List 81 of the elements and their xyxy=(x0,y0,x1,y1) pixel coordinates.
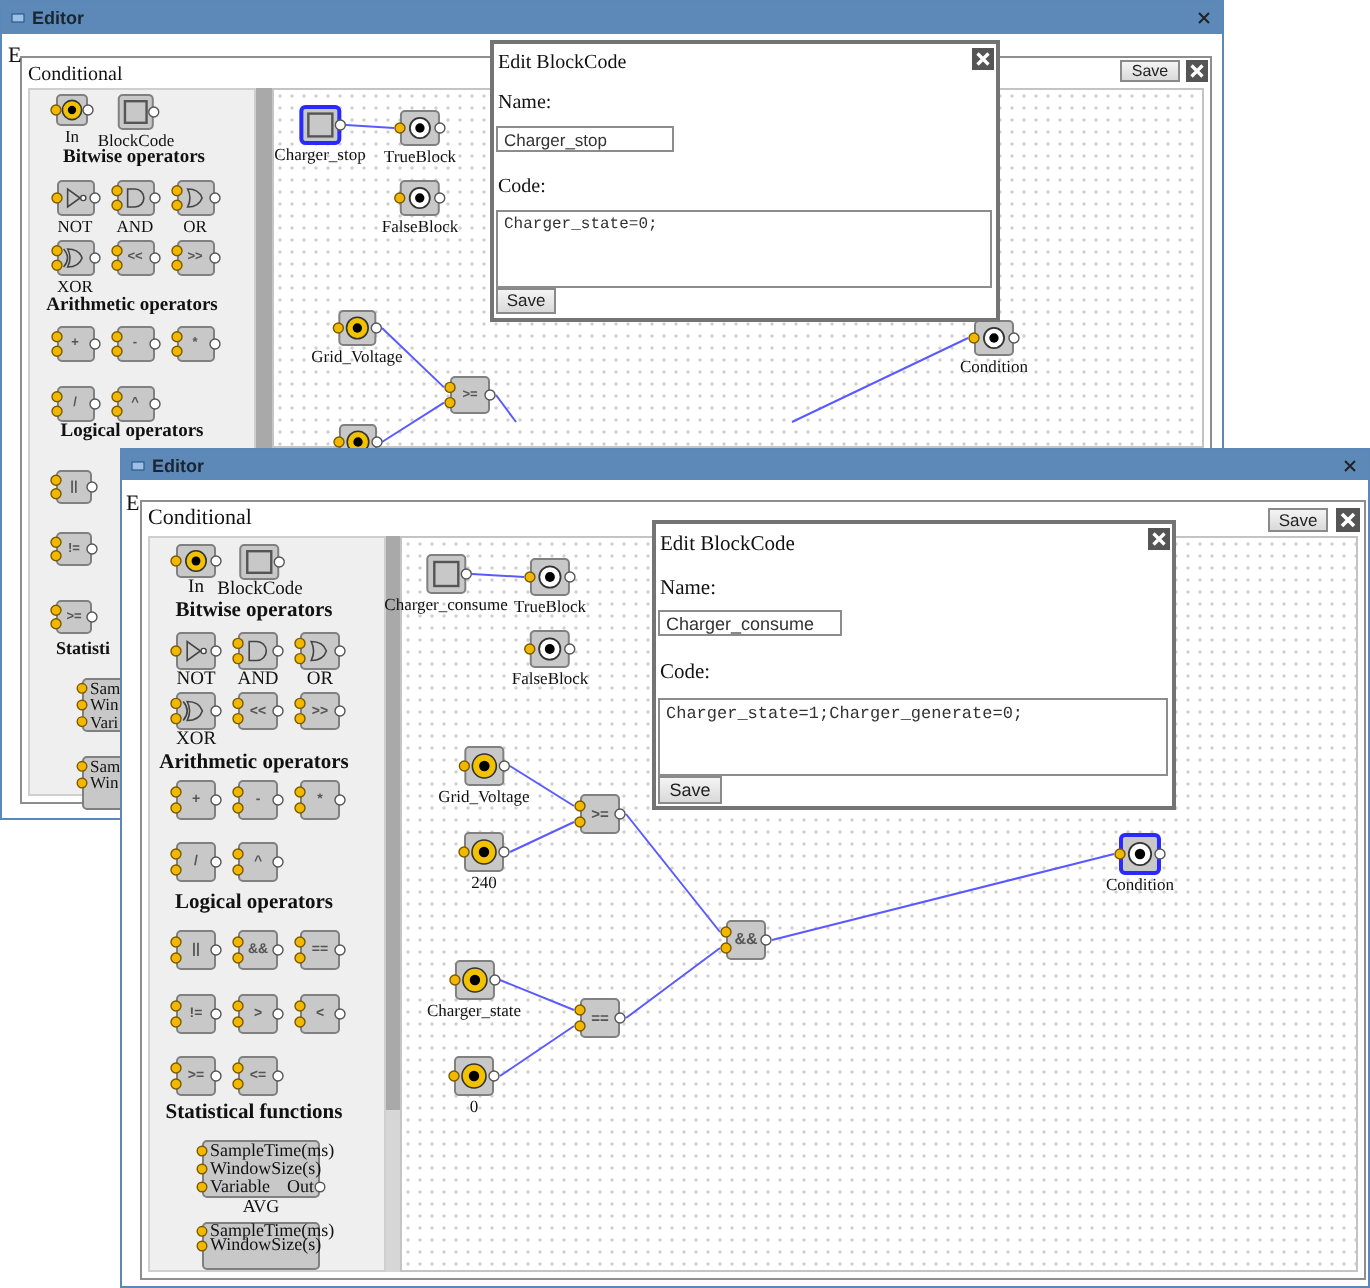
panel-title: Conditional xyxy=(148,506,252,532)
section-heading: Statistical functions xyxy=(165,1102,343,1126)
block-caption: BlockCode xyxy=(217,582,303,601)
connector-line xyxy=(381,327,445,389)
block-caption: Grid_Voltage xyxy=(311,348,403,366)
field-label: Code: xyxy=(498,174,546,200)
section-heading: Bitwise operators xyxy=(175,600,333,624)
block-caption: Charger_stop xyxy=(274,146,366,164)
port-label: WindowSize(s) xyxy=(210,1160,322,1178)
port-label: Win xyxy=(90,696,119,714)
block-caption: OR xyxy=(183,218,207,236)
connector-line xyxy=(791,337,969,423)
code-field: Charger_state=0; xyxy=(496,210,992,288)
window-title: Editor xyxy=(32,6,84,30)
window-title: Editor xyxy=(152,453,204,477)
block-caption: In xyxy=(64,128,80,146)
block-caption: XOR xyxy=(175,732,217,752)
port-label: Vari xyxy=(90,713,119,730)
port-label: Sam xyxy=(90,758,121,775)
operator-symbol: && xyxy=(734,932,758,948)
connector-line xyxy=(471,573,525,578)
save-button: Save xyxy=(496,288,556,314)
block-caption: 0 xyxy=(469,1098,479,1116)
port-label: Win xyxy=(90,774,119,792)
block-caption: In xyxy=(188,580,204,600)
save-button: Save xyxy=(1268,508,1328,532)
block-caption: Condition xyxy=(1106,876,1174,894)
text-fragment: E xyxy=(8,44,22,69)
block-caption: NOT xyxy=(176,672,216,692)
block-caption: OR xyxy=(306,672,334,692)
block-caption: NOT xyxy=(57,218,93,236)
port-label: SampleTime(ms) xyxy=(210,1142,335,1160)
block-caption: Charger_state xyxy=(426,1002,522,1020)
dialog-title: Edit BlockCode xyxy=(660,532,795,558)
connector-line xyxy=(625,813,721,933)
connector-line xyxy=(509,765,575,807)
text-fragment: E xyxy=(126,492,140,517)
section-heading: Arithmetic operators xyxy=(46,296,218,317)
section-heading: Logical operators xyxy=(60,422,204,443)
connector-line xyxy=(381,401,445,443)
block-caption: FalseBlock xyxy=(511,670,589,688)
block-caption: TrueBlock xyxy=(513,598,587,616)
connector-line xyxy=(499,1025,575,1077)
section-heading: Statisti xyxy=(56,640,110,660)
field-label: Name: xyxy=(660,576,716,602)
block-caption: AND xyxy=(116,218,154,236)
panel-title: Conditional xyxy=(28,62,123,88)
block-caption: AND xyxy=(237,672,279,692)
block-caption: FalseBlock xyxy=(381,218,459,236)
dialog xyxy=(490,40,1000,322)
block-caption: Charger_consume xyxy=(384,596,508,614)
input-field: Charger_stop xyxy=(496,126,674,152)
block-caption: XOR xyxy=(57,278,93,296)
port-label: Sam xyxy=(90,680,121,697)
field-label: Code: xyxy=(660,660,711,686)
port-label: SampleTime(ms) xyxy=(210,1224,335,1239)
block-caption: Condition xyxy=(960,358,1028,376)
port-label: Variable xyxy=(210,1178,270,1196)
block-caption: AVG xyxy=(240,1198,282,1218)
section-heading: Bitwise operators xyxy=(63,148,205,169)
field-label: Name: xyxy=(498,90,552,116)
block-caption: 240 xyxy=(471,874,497,892)
block-caption: Grid_Voltage xyxy=(438,788,530,806)
input-field: Charger_consume xyxy=(658,610,842,636)
connector-line xyxy=(771,853,1115,941)
connector-line xyxy=(345,124,395,129)
block-caption: TrueBlock xyxy=(383,148,457,166)
section-heading: Arithmetic operators xyxy=(159,752,349,776)
save-button: Save xyxy=(1120,60,1180,82)
dialog-title: Edit BlockCode xyxy=(498,50,627,76)
connector-line xyxy=(495,394,517,423)
connector-line xyxy=(625,947,721,1019)
section-heading: Logical operators xyxy=(174,892,334,916)
code-field: Charger_state=1;Charger_generate=0; xyxy=(658,698,1168,776)
block-caption: BlockCode xyxy=(97,132,175,150)
dialog xyxy=(652,520,1176,810)
port-label: WindowSize(s) xyxy=(210,1238,322,1254)
save-button: Save xyxy=(658,776,722,804)
connector-line xyxy=(509,821,575,853)
connector-line xyxy=(499,979,575,1011)
port-label: Out xyxy=(287,1178,314,1196)
